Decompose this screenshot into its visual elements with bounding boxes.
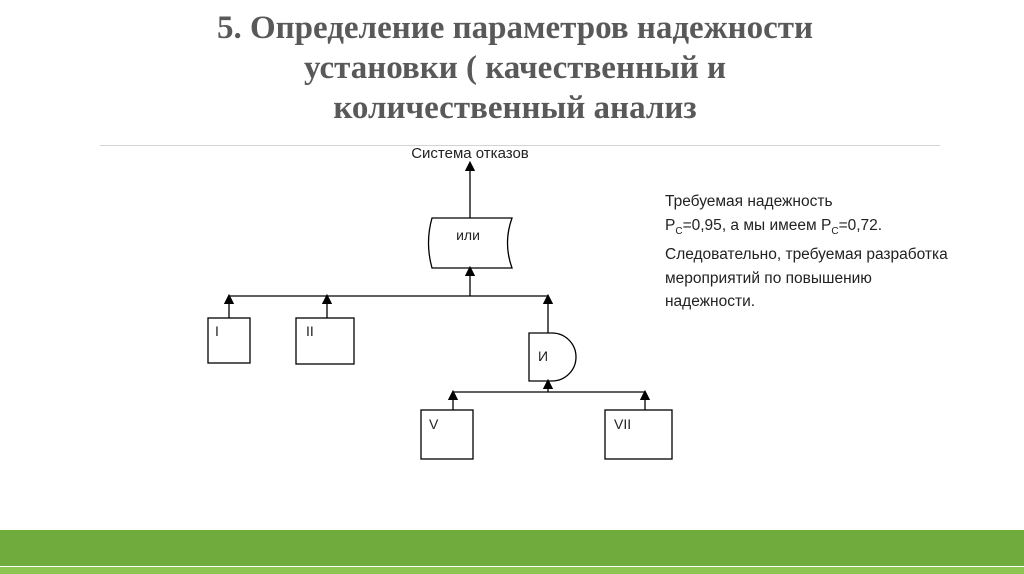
event-box-i <box>207 317 251 364</box>
or-gate-label: или <box>456 227 480 243</box>
title-line-1: 5. Определение параметров надежности <box>216 10 814 46</box>
event-box-ii <box>295 317 355 365</box>
event-box-vii <box>604 409 673 460</box>
required-value: =0,95 <box>682 216 722 234</box>
top-event-label: Система отказов <box>411 145 529 162</box>
or-gate <box>427 217 513 269</box>
title-divider <box>100 145 940 146</box>
footer-bar-accent <box>0 567 1024 574</box>
note-line-1: Требуемая надежность <box>665 193 833 210</box>
actual-value: =0,72. <box>838 216 883 234</box>
note-line-2: PC=0,95, а мы имеем PC=0,72. <box>665 214 955 244</box>
slide-title: 5. Определение параметров надежности уст… <box>90 8 940 128</box>
event-label-ii: II <box>306 323 314 339</box>
title-line-3: количественный анализ <box>333 90 697 126</box>
footer-bar <box>0 530 1024 566</box>
p-symbol-2: P <box>820 216 832 234</box>
event-label-vii: VII <box>614 416 631 432</box>
p-subscript-2: C <box>831 225 839 237</box>
event-label-v: V <box>429 416 439 432</box>
and-gate <box>528 332 577 382</box>
event-box-v <box>420 409 474 460</box>
title-line-2: установки ( качественный и <box>303 50 727 86</box>
p-symbol: P <box>665 216 676 234</box>
and-gate-label: И <box>538 348 548 364</box>
p-subscript: C <box>675 225 683 237</box>
note-conclusion: Следовательно, требуемая разработка меро… <box>665 246 948 311</box>
event-label-i: I <box>215 323 219 339</box>
note-mid-text: , а мы имеем <box>721 216 821 234</box>
reliability-note: Требуемая надежность PC=0,95, а мы имеем… <box>665 190 955 314</box>
